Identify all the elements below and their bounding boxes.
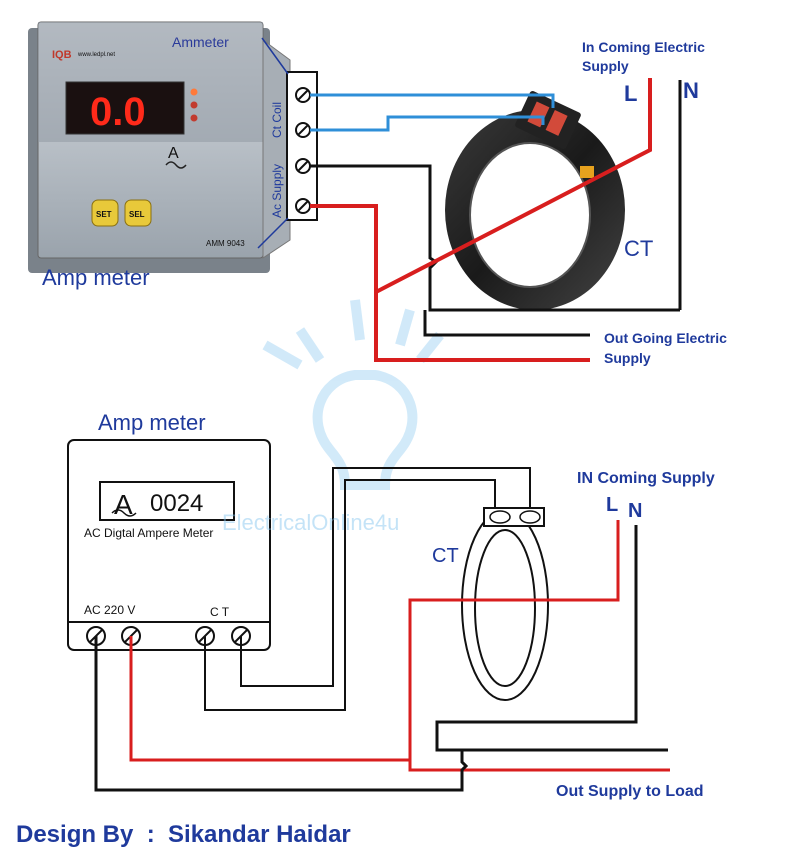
designer-credit: Design By : Sikandar Haidar xyxy=(16,821,351,848)
meter-unit: A xyxy=(168,145,179,162)
watermark-bulb-icon xyxy=(262,299,444,490)
set-button[interactable] xyxy=(91,199,119,227)
meter-display-value: 0.0 xyxy=(90,90,146,134)
sel-button[interactable] xyxy=(124,199,152,227)
ac-wave-icon xyxy=(165,161,187,169)
terminal-ac-supply-label: Ac Supply xyxy=(270,164,284,218)
bottom-display-value: 0024 xyxy=(150,490,203,517)
bottom-ct-terminal-2-icon xyxy=(519,510,541,524)
top-neutral-N: N xyxy=(683,78,699,103)
bottom-ct-terminal-label: C T xyxy=(210,605,230,619)
top-incoming-line2: Supply xyxy=(582,58,629,74)
watermark-text: ElectricalOnline4u xyxy=(222,510,399,535)
meter-brand-logo: IQB xyxy=(52,49,72,61)
bottom-display-panel xyxy=(99,481,235,521)
bottom-out-supply-label: Out Supply to Load xyxy=(556,783,704,800)
bottom-meter-caption: AC Digtal Ampere Meter xyxy=(84,526,213,540)
set-button-label: SET xyxy=(96,210,112,219)
top-outgoing-line2: Supply xyxy=(604,350,651,366)
bottom-ampere-meter: A 0024 AC Digtal Ampere Meter AC 220 V C… xyxy=(67,439,271,651)
meter-url: www.ledpl.net xyxy=(77,52,115,58)
bottom-ct-terminal-1-icon xyxy=(489,510,511,524)
bottom-ac-label: AC 220 V xyxy=(84,603,135,617)
bottom-line-L: L xyxy=(606,494,618,516)
top-outgoing-line1: Out Going Electric xyxy=(604,330,727,346)
top-amp-meter-label: Amp meter xyxy=(42,265,150,290)
led-3-icon xyxy=(190,114,198,122)
top-ct-label: CT xyxy=(624,236,653,261)
terminal-ct-coil-label: Ct Coil xyxy=(270,102,284,138)
meter-model: AMM 9043 xyxy=(206,239,245,248)
display-wave-icon xyxy=(111,509,137,517)
bottom-display-symbol: A xyxy=(114,489,133,520)
bottom-ct-coil xyxy=(461,507,549,701)
ammeter-device: IQB www.ledpl.net Ammeter 0.0 A SET SEL … xyxy=(28,21,291,273)
led-2-icon xyxy=(190,101,198,109)
bottom-incoming-label: IN Coming Supply xyxy=(577,470,715,487)
bottom-ct-label: CT xyxy=(432,545,459,567)
sel-button-label: SEL xyxy=(129,210,145,219)
top-ct-coil xyxy=(445,91,625,310)
led-1-icon xyxy=(190,88,198,96)
meter-display-panel xyxy=(65,81,185,135)
top-line-L: L xyxy=(624,81,637,106)
bottom-neutral-N: N xyxy=(628,500,642,522)
top-incoming-line1: In Coming Electric xyxy=(582,39,705,55)
bottom-amp-meter-label: Amp meter xyxy=(98,410,206,435)
terminal-block: Ct Coil Ac Supply xyxy=(270,71,318,221)
meter-brand: Ammeter xyxy=(172,34,229,50)
